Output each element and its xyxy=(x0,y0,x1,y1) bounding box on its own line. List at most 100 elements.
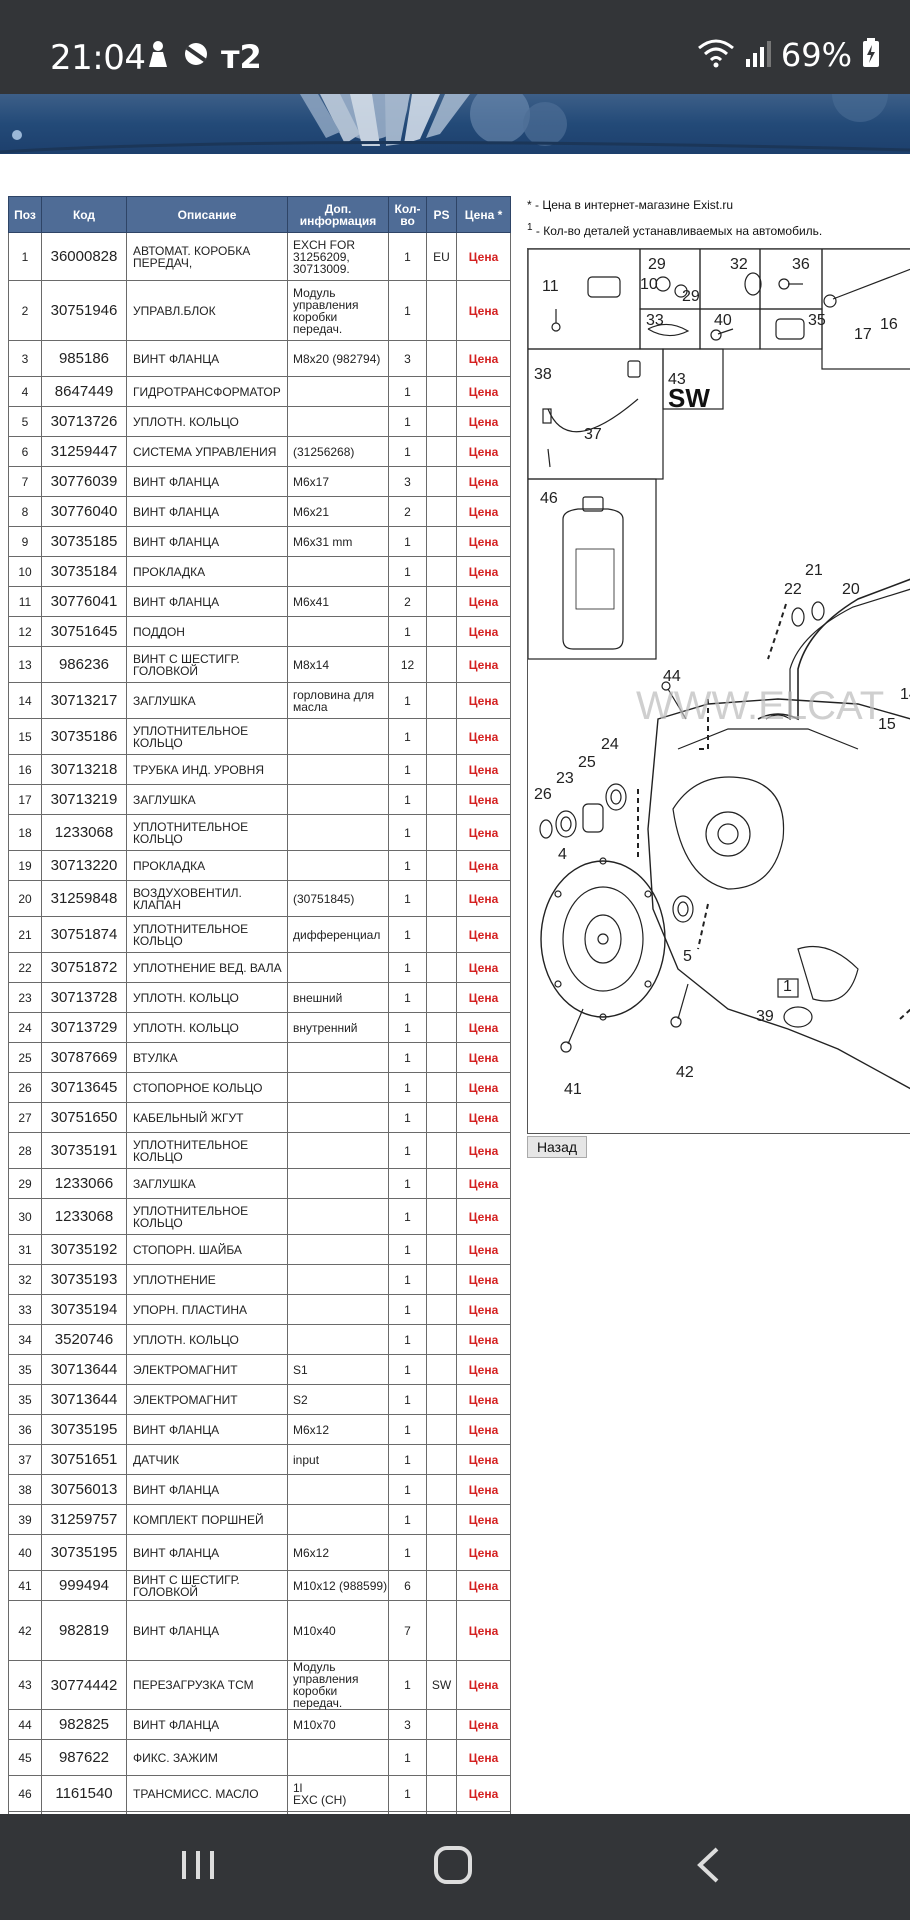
price-link[interactable]: Цена xyxy=(456,1168,511,1199)
row-ps xyxy=(426,1324,457,1355)
price-link[interactable]: Цена xyxy=(456,1324,511,1355)
row-ps xyxy=(426,1294,457,1325)
price-link[interactable]: Цена xyxy=(456,1739,511,1776)
row-info: M6x17 xyxy=(287,466,389,497)
price-link[interactable]: Цена xyxy=(456,682,511,719)
price-link[interactable]: Цена xyxy=(456,1012,511,1043)
row-pos: 38 xyxy=(8,1474,42,1505)
price-link[interactable]: Цена xyxy=(456,646,511,683)
back-nav-button[interactable] xyxy=(665,1814,750,1920)
row-pos: 45 xyxy=(8,1739,42,1776)
price-link[interactable]: Цена xyxy=(456,556,511,587)
price-link[interactable]: Цена xyxy=(456,1600,511,1661)
price-link[interactable]: Цена xyxy=(456,280,511,341)
price-link[interactable]: Цена xyxy=(456,982,511,1013)
price-link[interactable]: Цена xyxy=(456,1198,511,1235)
row-qty: 3 xyxy=(388,340,427,377)
price-link[interactable]: Цена xyxy=(456,718,511,755)
price-link[interactable]: Цена xyxy=(456,1504,511,1535)
svg-text:26: 26 xyxy=(534,786,552,803)
price-link[interactable]: Цена xyxy=(456,586,511,617)
price-link[interactable]: Цена xyxy=(456,1709,511,1740)
price-link[interactable]: Цена xyxy=(456,496,511,527)
row-ps xyxy=(426,1444,457,1475)
row-ps xyxy=(426,1012,457,1043)
row-pos: 4 xyxy=(8,376,42,407)
back-button[interactable]: Назад xyxy=(527,1136,587,1158)
row-description: ЗАГЛУШКА xyxy=(126,1168,288,1199)
row-ps xyxy=(426,916,457,953)
price-link[interactable]: Цена xyxy=(456,616,511,647)
row-code: 1233068 xyxy=(41,1198,127,1235)
price-link[interactable]: Цена xyxy=(456,784,511,815)
inset-box-11-10 xyxy=(528,249,641,350)
price-link[interactable]: Цена xyxy=(456,1294,511,1325)
row-info xyxy=(287,850,389,881)
row-pos: 35 xyxy=(8,1384,42,1415)
price-link[interactable]: Цена xyxy=(456,1264,511,1295)
row-ps xyxy=(426,1504,457,1535)
price-link[interactable]: Цена xyxy=(456,1444,511,1475)
price-link[interactable]: Цена xyxy=(456,916,511,953)
price-link[interactable]: Цена xyxy=(456,1102,511,1133)
price-link[interactable]: Цена xyxy=(456,814,511,851)
svg-text:22: 22 xyxy=(784,581,802,598)
svg-text:29: 29 xyxy=(648,256,666,273)
row-pos: 16 xyxy=(8,754,42,785)
price-link[interactable]: Цена xyxy=(456,880,511,917)
site-banner xyxy=(0,94,910,154)
row-pos: 10 xyxy=(8,556,42,587)
row-qty: 1 xyxy=(388,436,427,467)
price-link[interactable]: Цена xyxy=(456,1414,511,1445)
person-icon xyxy=(145,40,171,73)
price-link[interactable]: Цена xyxy=(456,1534,511,1571)
row-pos: 8 xyxy=(8,496,42,527)
price-link[interactable]: Цена xyxy=(456,340,511,377)
price-link[interactable]: Цена xyxy=(456,754,511,785)
price-link[interactable]: Цена xyxy=(456,1474,511,1505)
row-qty: 2 xyxy=(388,586,427,617)
price-link[interactable]: Цена xyxy=(456,1042,511,1073)
price-link[interactable]: Цена xyxy=(456,376,511,407)
price-link[interactable]: Цена xyxy=(456,1775,511,1812)
price-link[interactable]: Цена xyxy=(456,850,511,881)
row-ps xyxy=(426,1354,457,1385)
row-pos: 15 xyxy=(8,718,42,755)
home-button[interactable] xyxy=(410,1814,495,1920)
row-ps xyxy=(426,1234,457,1265)
row-description: ВОЗДУХОВЕНТИЛ. КЛАПАН xyxy=(126,880,288,917)
row-info: M6x41 xyxy=(287,586,389,617)
price-link[interactable]: Цена xyxy=(456,1660,511,1710)
price-link[interactable]: Цена xyxy=(456,436,511,467)
price-link[interactable]: Цена xyxy=(456,952,511,983)
row-ps xyxy=(426,880,457,917)
price-link[interactable]: Цена xyxy=(456,526,511,557)
row-description: ЗАГЛУШКА xyxy=(126,784,288,815)
row-qty: 1 xyxy=(388,616,427,647)
price-link[interactable]: Цена xyxy=(456,1384,511,1415)
price-link[interactable]: Цена xyxy=(456,1570,511,1601)
row-info xyxy=(287,376,389,407)
price-link[interactable]: Цена xyxy=(456,232,511,281)
row-info xyxy=(287,1168,389,1199)
price-link[interactable]: Цена xyxy=(456,1132,511,1169)
price-link[interactable]: Цена xyxy=(456,1234,511,1265)
row-code: 30713220 xyxy=(41,850,127,881)
price-link[interactable]: Цена xyxy=(456,466,511,497)
recent-apps-button[interactable] xyxy=(155,1814,240,1920)
price-link[interactable]: Цена xyxy=(456,1072,511,1103)
price-link[interactable]: Цена xyxy=(456,406,511,437)
row-description: ВИНТ ФЛАНЦА xyxy=(126,340,288,377)
price-link[interactable]: Цена xyxy=(456,1354,511,1385)
row-qty: 1 xyxy=(388,952,427,983)
row-info: дифференциал xyxy=(287,916,389,953)
